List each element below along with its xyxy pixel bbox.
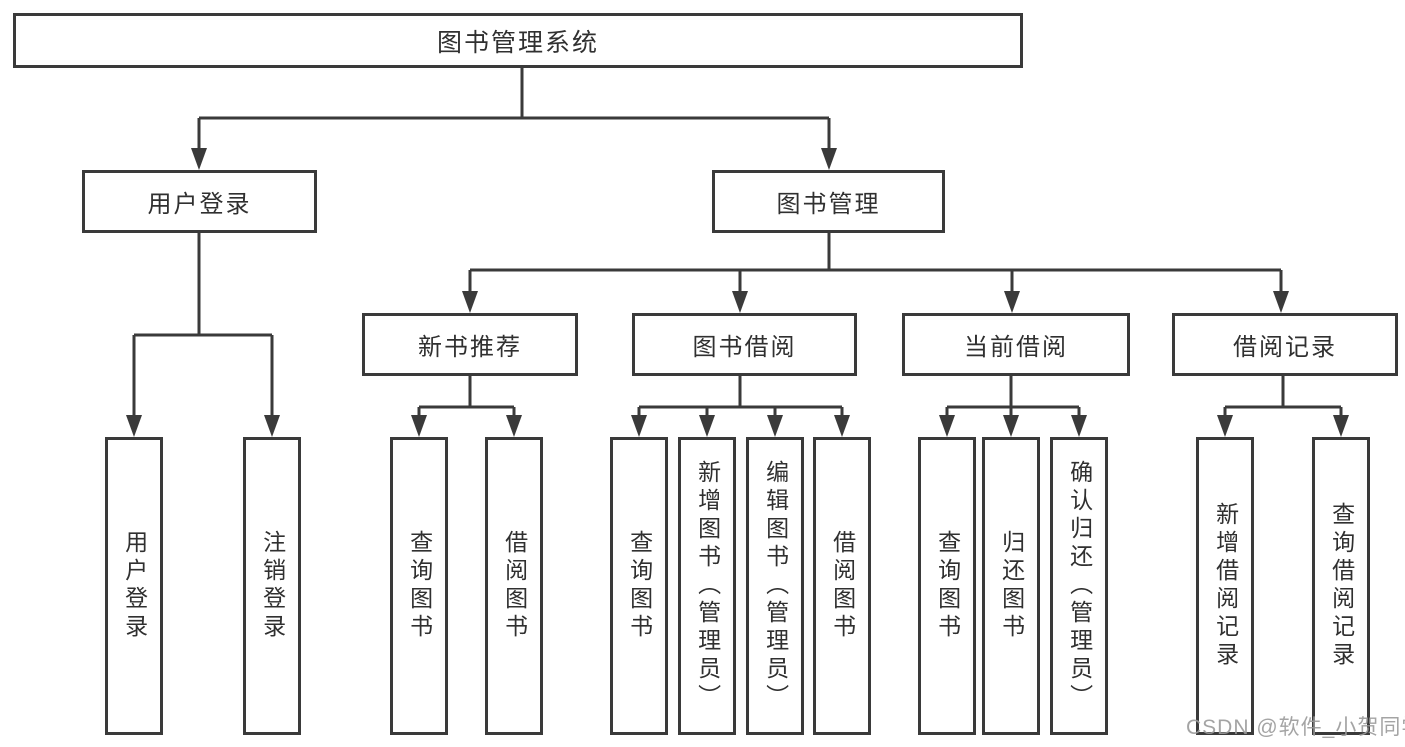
leaf-add-books-admin-label: 新增图书（管理员）: [694, 460, 721, 712]
leaf-edit-books-admin-label: 编辑图书（管理员）: [762, 460, 789, 712]
leaf-logout: 注销登录: [243, 437, 301, 735]
leaf-user-login: 用户登录: [105, 437, 163, 735]
node-book-management-label: 图书管理: [776, 191, 881, 218]
watermark: CSDN @软件_小贺同学: [1186, 716, 1405, 739]
leaf-confirm-return-admin: 确认归还（管理员）: [1050, 437, 1108, 735]
connector-book-borrowing-children: [631, 376, 850, 437]
leaf-borrow-books-borrowing-label: 借阅图书: [829, 530, 856, 642]
leaf-add-borrow-record: 新增借阅记录: [1196, 437, 1254, 735]
leaf-borrow-books-recommend-label: 借阅图书: [501, 530, 528, 642]
leaf-query-books-borrowing-label: 查询图书: [626, 530, 653, 642]
leaf-borrow-books-recommend: 借阅图书: [485, 437, 543, 735]
leaf-query-books-current-label: 查询图书: [934, 530, 961, 642]
node-book-borrowing: 图书借阅: [632, 313, 857, 376]
node-new-book-recommendation: 新书推荐: [362, 313, 578, 376]
node-root-label: 图书管理系统: [436, 28, 599, 57]
leaf-confirm-return-admin-label: 确认归还（管理员）: [1066, 460, 1093, 712]
node-new-book-recommendation-label: 新书推荐: [418, 334, 522, 361]
node-user-login-label: 用户登录: [147, 191, 252, 218]
connector-new-book-recommendation-children: [411, 376, 522, 437]
leaf-add-books-admin: 新增图书（管理员）: [678, 437, 736, 735]
connector-root-to-level1: [191, 68, 837, 170]
node-book-borrowing-label: 图书借阅: [692, 334, 797, 361]
node-user-login: 用户登录: [82, 170, 317, 233]
leaf-borrow-books-borrowing: 借阅图书: [813, 437, 871, 735]
leaf-query-books-borrowing: 查询图书: [610, 437, 668, 735]
connector-current-borrowing-children: [939, 376, 1087, 437]
leaf-add-borrow-record-label: 新增借阅记录: [1212, 502, 1239, 670]
leaf-query-borrow-record-label: 查询借阅记录: [1328, 502, 1355, 670]
node-borrowing-records-label: 借阅记录: [1233, 334, 1337, 361]
leaf-query-books-recommend: 查询图书: [390, 437, 448, 735]
leaf-query-borrow-record: 查询借阅记录: [1312, 437, 1370, 735]
leaf-return-books-label: 归还图书: [998, 530, 1025, 642]
leaf-query-books-current: 查询图书: [918, 437, 976, 735]
node-root: 图书管理系统: [13, 13, 1023, 68]
leaf-query-books-recommend-label: 查询图书: [406, 530, 433, 642]
node-book-management: 图书管理: [712, 170, 945, 233]
node-current-borrowing-label: 当前借阅: [964, 334, 1068, 361]
leaf-logout-label: 注销登录: [259, 530, 286, 642]
leaf-user-login-label: 用户登录: [121, 530, 148, 642]
connector-book-management-children: [462, 233, 1289, 313]
connector-borrowing-records-children: [1217, 376, 1349, 437]
leaf-edit-books-admin: 编辑图书（管理员）: [746, 437, 804, 735]
node-current-borrowing: 当前借阅: [902, 313, 1130, 376]
connector-user-login-children: [126, 233, 280, 437]
leaf-return-books: 归还图书: [982, 437, 1040, 735]
node-borrowing-records: 借阅记录: [1172, 313, 1398, 376]
